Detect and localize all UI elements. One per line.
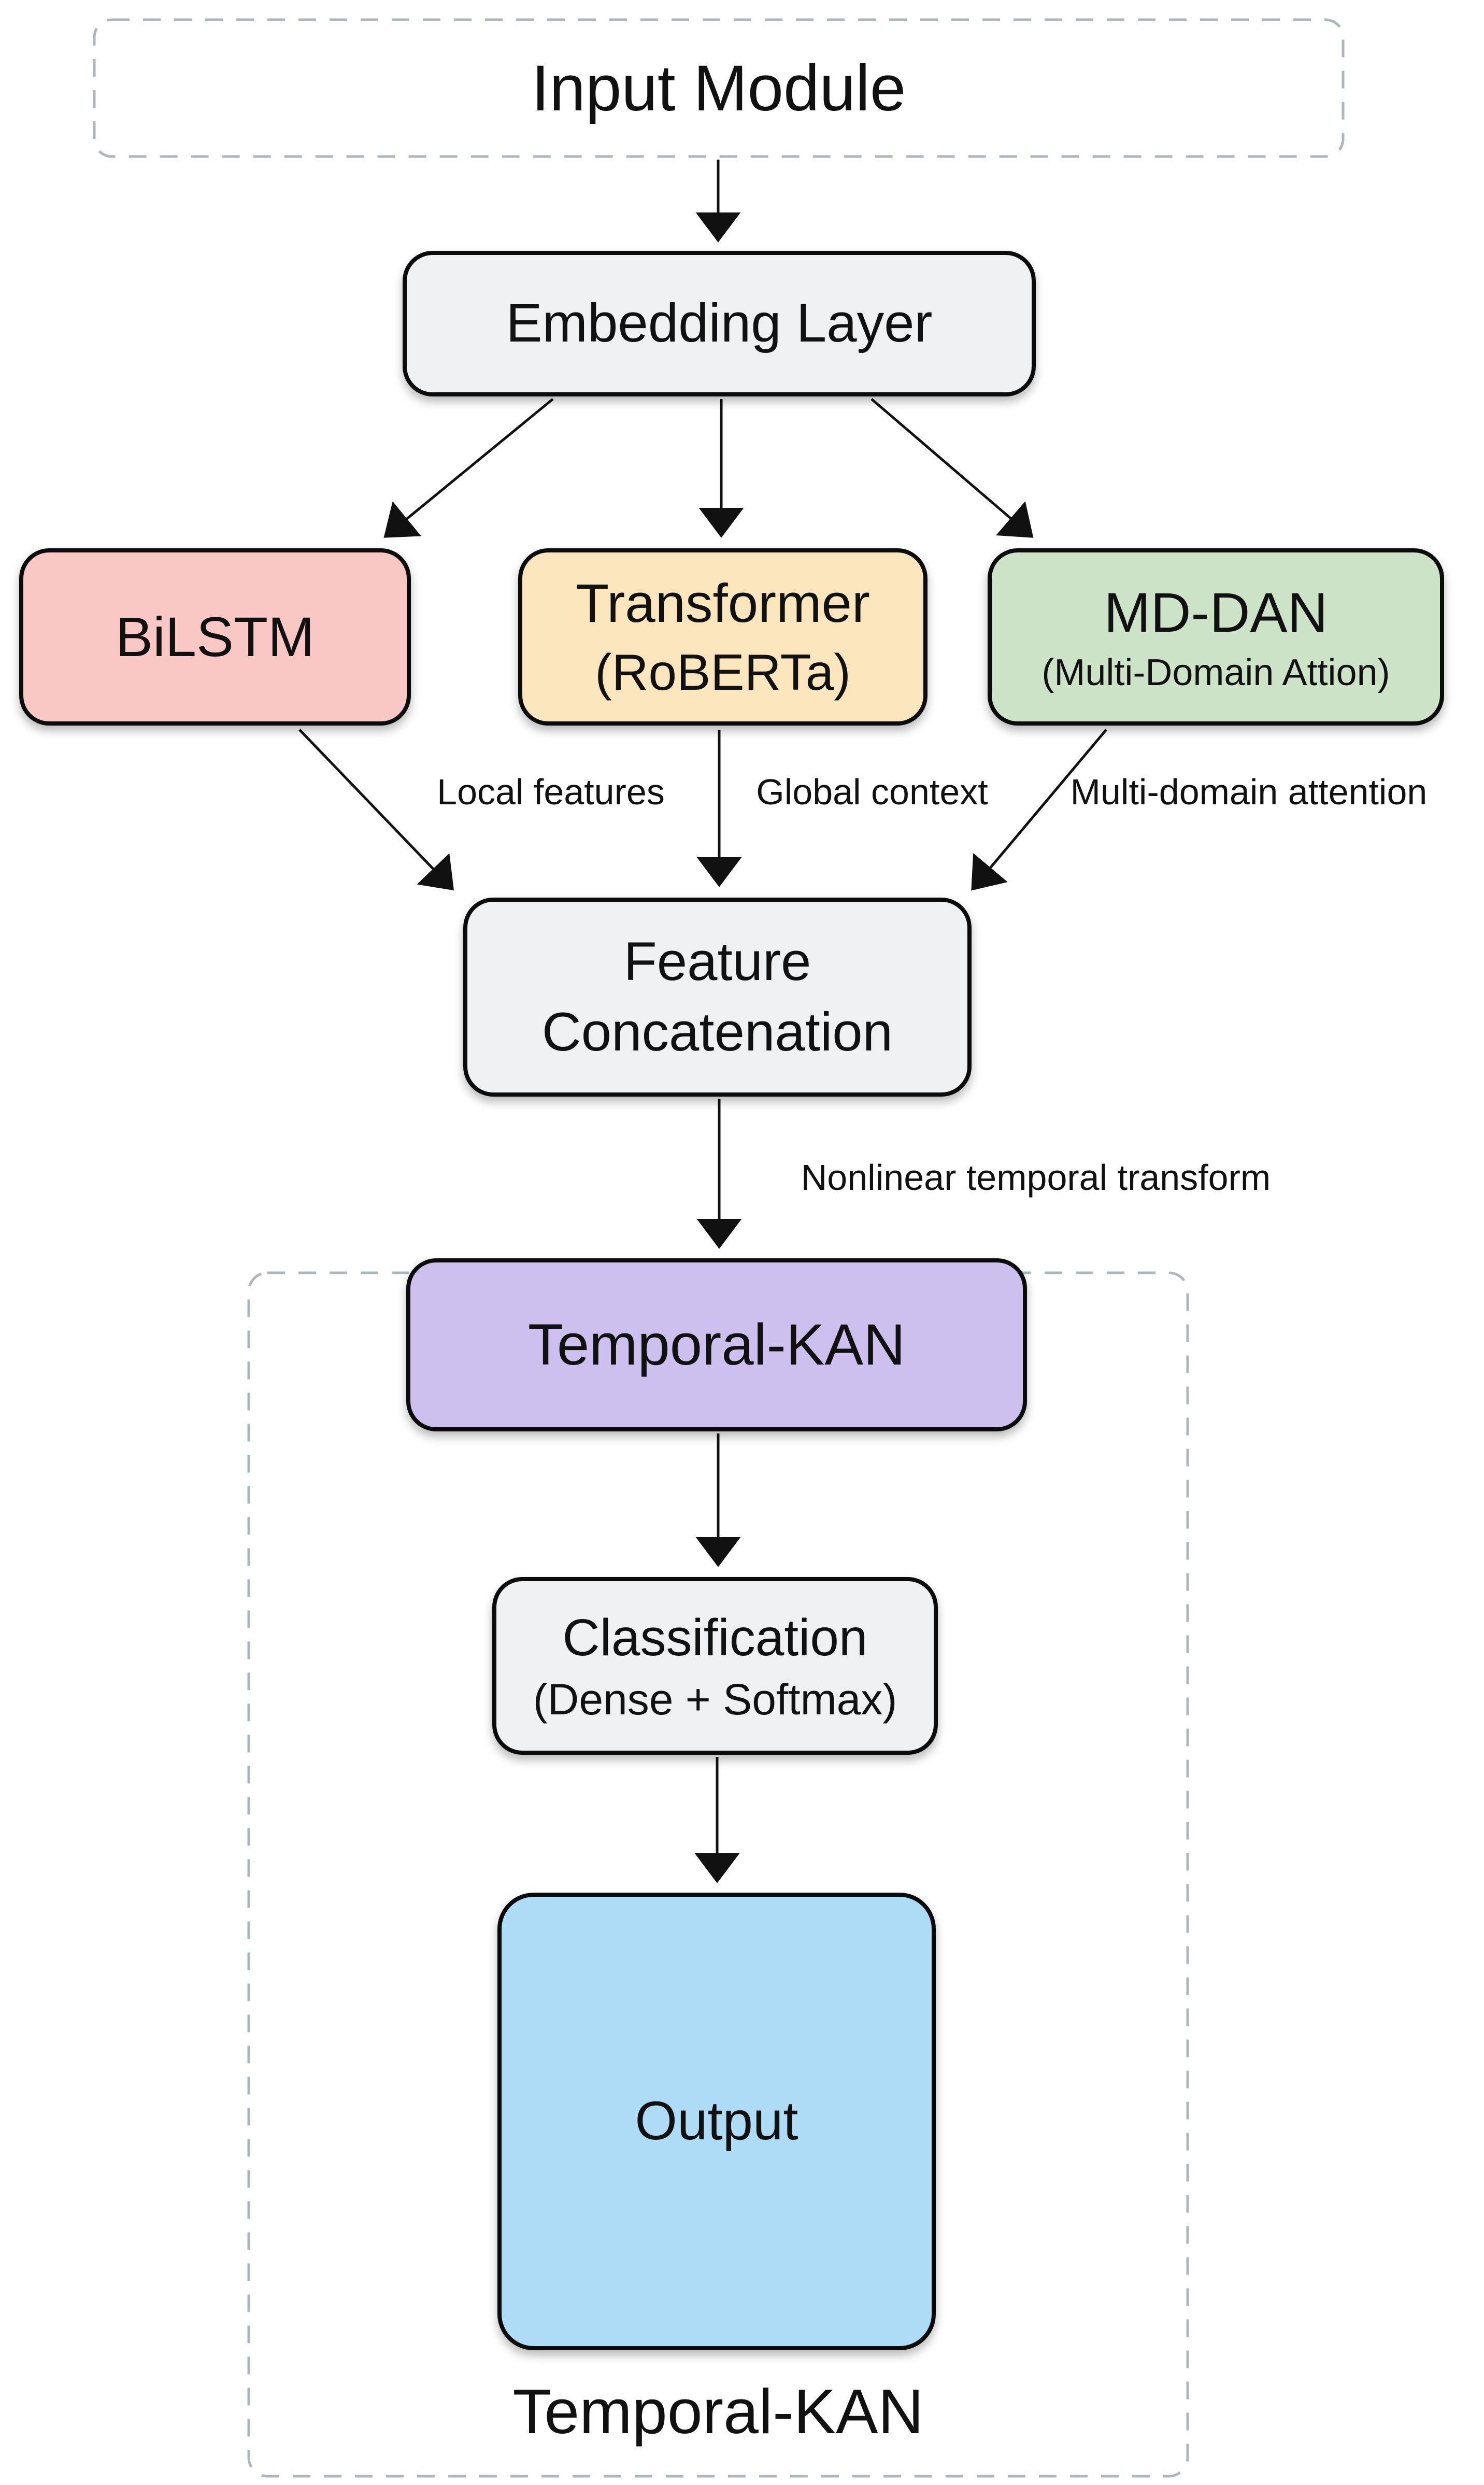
classification-sublabel: (Dense + Softmax) bbox=[533, 1674, 897, 1724]
node-output: Output bbox=[497, 1893, 936, 2350]
output-label: Output bbox=[635, 2091, 798, 2152]
container-caption: Temporal-KAN bbox=[512, 2376, 924, 2447]
node-md-dan: MD-DAN (Multi-Domain Attion) bbox=[988, 548, 1444, 726]
transformer-label: Transformer bbox=[576, 573, 870, 634]
node-classification: Classification (Dense + Softmax) bbox=[492, 1577, 938, 1755]
edge-label-local-features: Local features bbox=[437, 772, 665, 812]
node-input-module: Input Module bbox=[94, 20, 1343, 157]
input-module-dashed-frame bbox=[93, 18, 1345, 158]
md-dan-sublabel: (Multi-Domain Attion) bbox=[1041, 652, 1390, 694]
transformer-sublabel: (RoBERTa) bbox=[595, 643, 851, 701]
md-dan-label: MD-DAN bbox=[1104, 581, 1328, 644]
edge-label-multi-domain-attention: Multi-domain attention bbox=[1070, 772, 1428, 812]
arrow-bilstm-to-concat bbox=[298, 729, 454, 891]
node-feature-concatenation: Feature Concatenation bbox=[463, 898, 972, 1097]
feature-concatenation-label: Feature Concatenation bbox=[541, 931, 893, 1063]
edge-label-global-context: Global context bbox=[756, 772, 988, 812]
node-transformer: Transformer (RoBERTa) bbox=[518, 548, 928, 726]
bilstm-label: BiLSTM bbox=[115, 605, 315, 668]
classification-label: Classification bbox=[562, 1608, 868, 1667]
arrow-embedding-to-mddan bbox=[871, 398, 1034, 538]
input-module-label: Input Module bbox=[531, 52, 906, 124]
embedding-layer-label: Embedding Layer bbox=[506, 293, 933, 354]
edge-label-nonlinear-temporal-transform: Nonlinear temporal transform bbox=[801, 1157, 1271, 1198]
node-embedding-layer: Embedding Layer bbox=[403, 251, 1036, 396]
temporal-kan-container-label: Temporal-KAN bbox=[403, 2367, 1033, 2455]
node-bilstm: BiLSTM bbox=[19, 548, 411, 726]
arrow-embedding-to-bilstm bbox=[383, 398, 554, 538]
arrow-mddan-to-concat bbox=[971, 729, 1107, 891]
node-temporal-kan: Temporal-KAN bbox=[406, 1258, 1027, 1431]
temporal-kan-label: Temporal-KAN bbox=[527, 1312, 906, 1378]
